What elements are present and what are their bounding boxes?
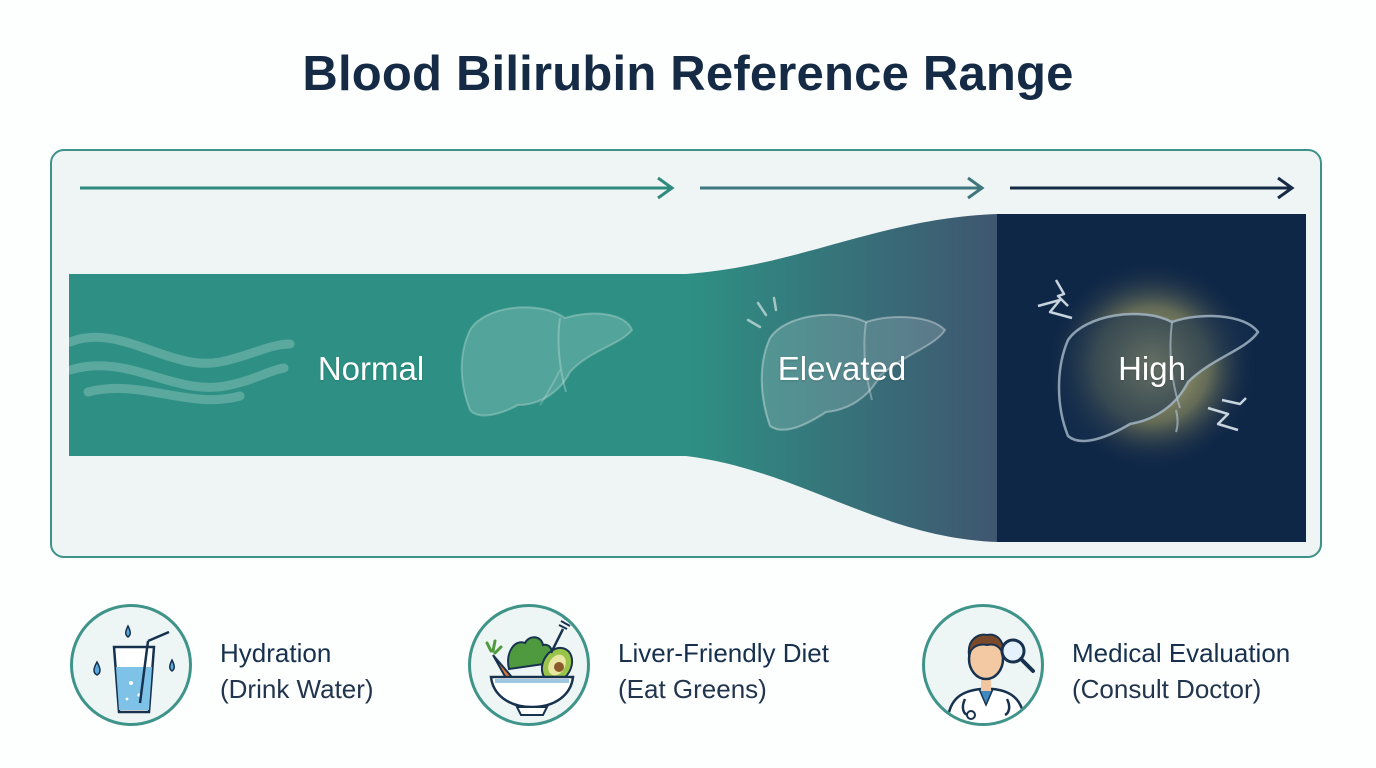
doctor-icon [946, 633, 1035, 723]
progress-arrow-elevated [700, 176, 985, 200]
zone-label-high: High [1118, 350, 1186, 387]
progress-arrow-normal [80, 176, 675, 200]
tip-icon-circle [922, 604, 1044, 726]
liver-high-icon [1037, 260, 1260, 470]
salad-bowl-icon [485, 617, 575, 716]
tip-hydration: Hydration (Drink Water) [70, 604, 430, 730]
zone-normal [69, 274, 687, 456]
liver-elevated-icon [746, 296, 947, 431]
page-title: Blood Bilirubin Reference Range [302, 47, 1074, 101]
wave-decoration [65, 332, 295, 405]
tip-title: Hydration [220, 638, 332, 668]
water-glass-icon [93, 624, 175, 714]
zone-elevated [686, 214, 998, 542]
progress-arrow-high [1010, 176, 1295, 200]
tip-icon-circle [70, 604, 192, 726]
tip-title: Liver-Friendly Diet [618, 638, 829, 668]
tip-title: Medical Evaluation [1072, 638, 1291, 668]
tip-subtitle: (Drink Water) [220, 674, 374, 704]
tip-diet: Liver-Friendly Diet (Eat Greens) [468, 604, 868, 730]
range-diagram [65, 176, 1306, 542]
zone-label-elevated: Elevated [777, 350, 907, 387]
tip-medical: Medical Evaluation (Consult Doctor) [922, 604, 1342, 730]
tip-subtitle: (Eat Greens) [618, 674, 767, 704]
liver-normal-icon [460, 306, 634, 417]
tip-subtitle: (Consult Doctor) [1072, 674, 1262, 704]
tip-icon-circle [468, 604, 590, 726]
zone-label-normal: Normal [317, 350, 425, 387]
